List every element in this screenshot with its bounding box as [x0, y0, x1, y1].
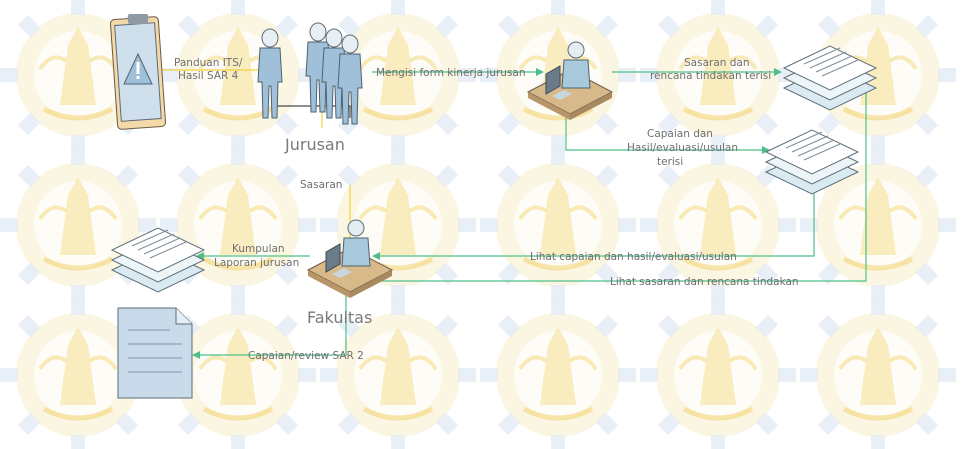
edge-capaian-terisi-line [565, 108, 762, 151]
kumpulan-label-line1: Kumpulan [232, 243, 285, 255]
panduan-label-line1: Panduan ITS/ [174, 57, 243, 69]
capaian-review-label: Capaian/review SAR 2 [248, 350, 364, 362]
node-label-jurusan: Jurusan [284, 135, 345, 154]
sasaran-terisi-label-line2: rencana tindakan terisi [650, 70, 771, 82]
sasaran-label: Sasaran [300, 179, 342, 191]
edge-lihat-sasaran-line [372, 88, 867, 282]
panduan-label-line2: Hasil SAR 4 [178, 70, 239, 82]
capaian-terisi-label-line1: Capaian dan [647, 128, 713, 140]
capaian-terisi-label-line2: Hasil/evaluasi/usulan [627, 142, 738, 154]
edge-labels: Panduan ITS/ Hasil SAR 4 Mengisi form ki… [174, 57, 799, 362]
clipboard-warning-icon [109, 14, 167, 130]
edge-lihat-capaian-line [380, 180, 815, 257]
edge-capaian-review-line [200, 292, 347, 356]
people-group-icon [257, 22, 363, 125]
lihat-sasaran-label: Lihat sasaran dan rencana tindakan [610, 276, 799, 288]
node-label-fakultas: Fakultas [307, 308, 372, 327]
sasaran-terisi-label-line1: Sasaran dan [684, 57, 750, 69]
report-document-icon [117, 307, 193, 399]
connector-lines [158, 66, 867, 359]
lihat-capaian-label: Lihat capaian dan hasil/evaluasi/usulan [530, 251, 737, 263]
capaian-terisi-label-line3: terisi [657, 156, 683, 168]
mengisi-form-label: Mengisi form kinerja jurusan [376, 67, 526, 79]
kumpulan-label-line2: Laporan jurusan [214, 257, 299, 269]
